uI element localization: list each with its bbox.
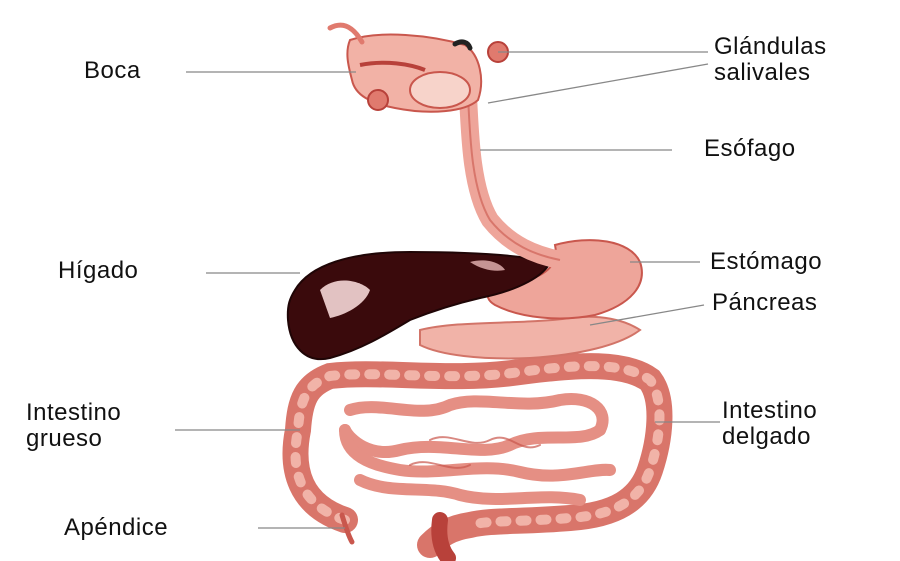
label-glandulas-salivales-line2: salivales [714,60,811,86]
label-intestino-grueso-line1: Intestino [26,400,121,426]
label-higado: Hígado [58,258,138,284]
label-pancreas: Páncreas [712,290,817,316]
label-intestino-delgado-line2: delgado [722,424,811,450]
mouth-region [330,25,508,112]
label-intestino-delgado-line1: Intestino [722,398,817,424]
label-esofago: Esófago [704,136,796,162]
label-intestino-grueso-line2: grueso [26,426,102,452]
esophagus [468,95,560,260]
label-apendice: Apéndice [64,515,168,541]
rectum [439,520,448,558]
pancreas [420,317,640,359]
label-glandulas-salivales-line1: Glándulas [714,34,827,60]
label-estomago: Estómago [710,249,822,275]
small-intestine [345,399,610,500]
label-boca: Boca [84,58,141,84]
